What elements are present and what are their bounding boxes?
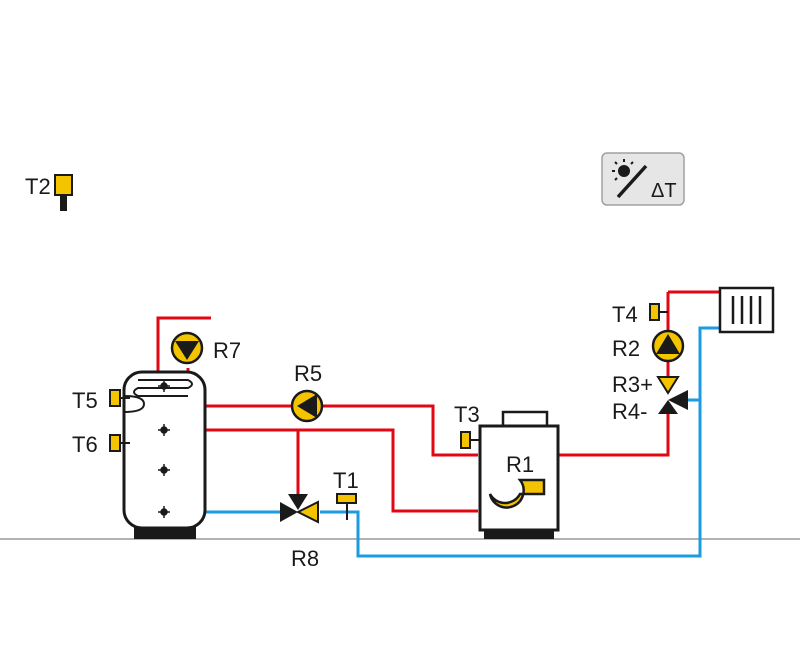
label-t2: T2 [25,174,51,199]
label-t3: T3 [454,402,480,427]
sensor-t3 [460,431,480,449]
pump-r2 [651,329,685,363]
label-t1: T1 [333,468,359,493]
diverter-valve-r8 [280,494,319,524]
label-r1: R1 [506,452,534,477]
controller-delta-t-label: ΔT [651,180,677,202]
boiler-r1 [478,410,560,539]
component-labels: T2 T5 T6 R7 R5 T3 R1 T1 R8 T4 R2 R3+ R4- [25,174,653,571]
sensor-t4 [649,303,668,321]
label-t4: T4 [612,302,638,327]
sensor-t1 [336,493,357,520]
label-r8: R8 [291,546,319,571]
label-r5: R5 [294,361,322,386]
solar-controller[interactable]: ΔT [601,152,685,206]
sensor-t2 [54,174,73,211]
label-r7: R7 [213,338,241,363]
pump-r5 [290,389,324,423]
label-r3: R3+ [612,372,653,397]
storage-tank [122,370,207,539]
mixing-valve-r3-r4 [656,376,688,414]
tank-port-markers [158,380,170,518]
pump-r7 [170,331,204,365]
label-t5: T5 [72,388,98,413]
return-pipes [164,326,720,558]
label-r4: R4- [612,399,647,424]
solar-sun-icon [612,159,648,199]
label-r2: R2 [612,336,640,361]
label-t6: T6 [72,432,98,457]
radiator [718,286,775,334]
sensor-t6 [109,434,130,452]
sensor-t5 [109,389,130,407]
